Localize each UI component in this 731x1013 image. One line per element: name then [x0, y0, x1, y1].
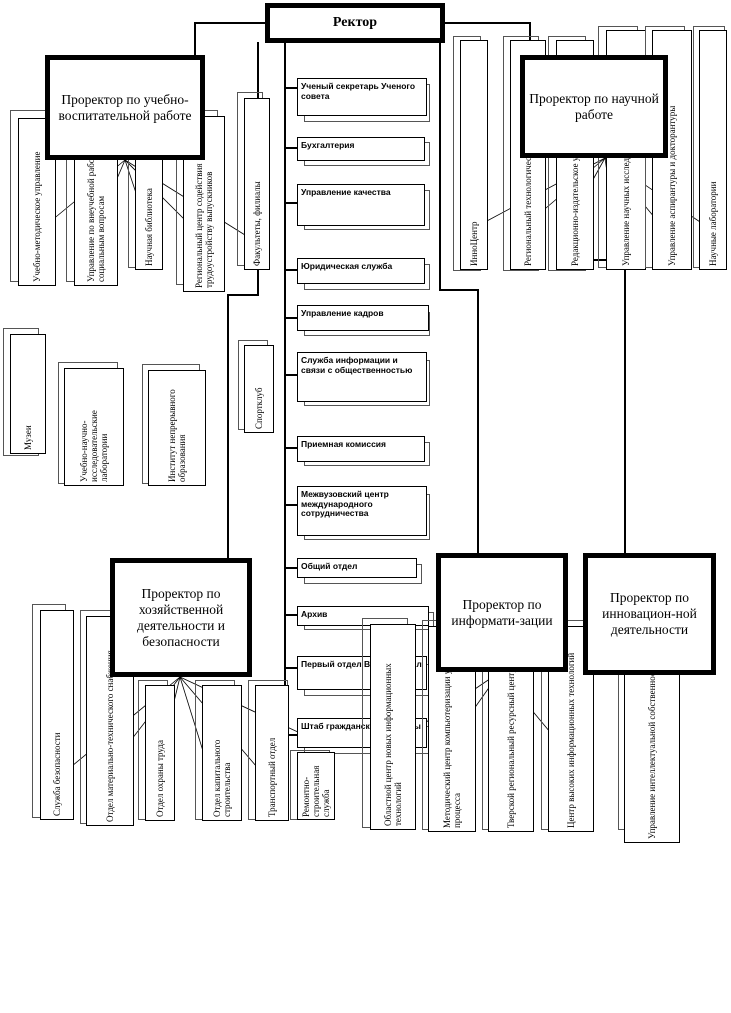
unit-legal: Юридическая служба: [297, 258, 425, 284]
unit-continuous-education: Институт непрерывного образования: [148, 370, 206, 486]
unit-accounting: Бухгалтерия: [297, 137, 425, 161]
unit-label: Приемная комиссия: [301, 439, 386, 449]
unit-repair: Ремонтно-строительная служба: [297, 752, 335, 820]
unit-label: Отдел капитального строительства: [212, 737, 232, 817]
unit-label: Штаб гражданской обороны: [301, 721, 421, 731]
prorector-scientific-label: Проректор по научной работе: [529, 90, 659, 122]
unit-transport: Транспортный отдел: [255, 685, 289, 821]
prorector-informatization-box: Проректор по информати-зации: [436, 553, 568, 672]
unit-label: Архив: [301, 609, 328, 619]
unit-international: Межвузовский центр международного сотруд…: [297, 486, 427, 536]
unit-label: Управление интеллектуальной собственност…: [647, 663, 657, 839]
prorector-innovation-box: Проректор по инновацион-ной деятельности: [583, 553, 716, 675]
unit-label: Управление качества: [301, 187, 391, 197]
unit-quality: Управление качества: [297, 184, 425, 226]
unit-academic-secretary: Ученый секретарь Ученого совета: [297, 78, 427, 116]
unit-label: Транспортный отдел: [267, 737, 277, 817]
unit-label: Управление кадров: [301, 308, 384, 318]
unit-label: Научные лаборатории: [708, 181, 718, 266]
unit-label: Спортклуб: [254, 387, 264, 429]
unit-label: Отдел охраны труда: [155, 740, 165, 817]
prorector-economic-box: Проректор по хозяйственной деятельности …: [110, 558, 252, 677]
unit-label: Ремонтно-строительная служба: [301, 763, 331, 817]
unit-label: Музеи: [23, 425, 33, 450]
unit-general: Общий отдел: [297, 558, 417, 578]
unit-label: Ученый секретарь Ученого совета: [301, 81, 416, 101]
unit-label: Общий отдел: [301, 561, 358, 571]
unit-label: Институт непрерывного образования: [167, 386, 187, 482]
unit-label: Учебно-методическое управление: [32, 151, 42, 283]
unit-label: Управление аспирантуры и докторантуры: [667, 105, 677, 266]
unit-research-labs: Учебно-научно-исследовательские лаборато…: [64, 368, 124, 486]
unit-innocenter: ИнноЦентр: [460, 40, 488, 270]
unit-archive: Архив: [297, 606, 429, 626]
unit-labor-safety: Отдел охраны труда: [145, 685, 175, 821]
prorector-educational-label: Проректор по учебно-воспитательной работ…: [58, 91, 192, 123]
unit-label: Факультеты, филиалы: [252, 181, 262, 266]
prorector-informatization-label: Проректор по информати-зации: [451, 596, 553, 628]
unit-label: Первый отдел Второй отдел: [301, 659, 422, 669]
unit-label: Служба информации и связи с общественнос…: [301, 355, 413, 375]
unit-label: Бухгалтерия: [301, 140, 355, 150]
prorector-scientific-box: Проректор по научной работе: [520, 55, 668, 158]
unit-sport-club: Спортклуб: [244, 345, 274, 433]
unit-label: Юридическая служба: [301, 261, 393, 271]
unit-security-service: Служба безопасности: [40, 610, 74, 820]
unit-faculties: Факультеты, филиалы: [244, 98, 270, 270]
rector-title: Ректор: [332, 15, 378, 30]
prorector-educational-box: Проректор по учебно-воспитательной работ…: [45, 55, 205, 160]
unit-label: Служба безопасности: [52, 732, 62, 816]
unit-label: Учебно-научно-исследовательские лаборато…: [79, 407, 109, 482]
unit-public-relations: Служба информации и связи с общественнос…: [297, 352, 427, 402]
unit-construction: Отдел капитального строительства: [202, 685, 242, 821]
unit-label: Межвузовский центр международного сотруд…: [301, 489, 389, 518]
prorector-economic-label: Проректор по хозяйственной деятельности …: [137, 585, 225, 649]
unit-hr: Управление кадров: [297, 305, 429, 331]
prorector-innovation-label: Проректор по инновацион-ной деятельности: [602, 590, 697, 637]
unit-admissions: Приемная комиссия: [297, 436, 425, 462]
unit-label: Областной центр новых информационных тех…: [383, 661, 403, 826]
unit-science-labs: Научные лаборатории: [699, 30, 727, 270]
rector-box: Ректор: [265, 3, 445, 43]
unit-label: ИнноЦентр: [469, 221, 479, 267]
unit-regional-it-center: Областной центр новых информационных тех…: [370, 624, 416, 830]
unit-museums: Музеи: [10, 334, 46, 454]
